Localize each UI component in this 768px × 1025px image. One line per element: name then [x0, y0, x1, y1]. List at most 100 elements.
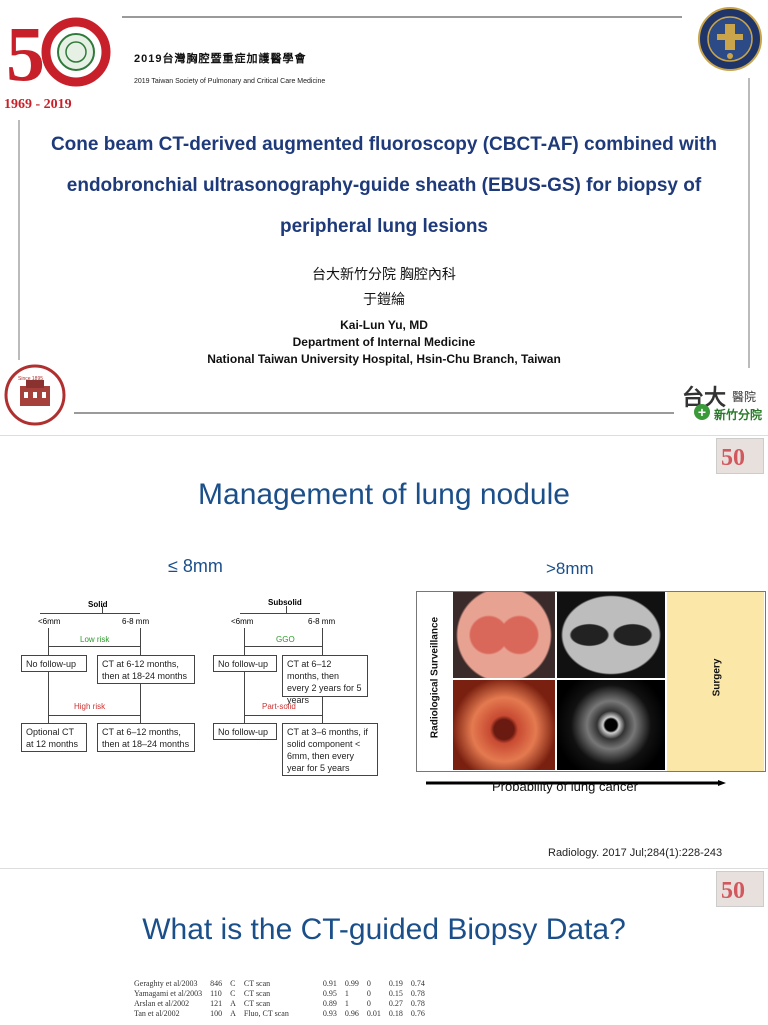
subsolid-6-8: 6-8 mm	[308, 617, 336, 626]
table-cell: 0.99	[344, 979, 359, 988]
subsolid-ct-ggo: CT at 6–12 months, then every 2 years fo…	[282, 655, 368, 705]
table-cell: 0.76	[410, 1009, 425, 1018]
subsolid-label: Subsolid	[268, 598, 302, 607]
logo-years: 1969 - 2019	[4, 97, 72, 112]
subsolid-ct-part-solid: CT at 3–6 months, if solid component < 6…	[282, 723, 378, 776]
ebus-image	[557, 680, 665, 770]
table-cell: 0	[366, 979, 371, 988]
society-name-zh: 2019台灣胸腔暨重症加護醫學會	[134, 53, 307, 65]
management-slide: 50 Management of lung nodule ≤ 8mm >8mm …	[0, 435, 768, 868]
surgery-label: Surgery	[711, 658, 723, 697]
table-cell: CT scan	[243, 989, 271, 998]
branch-badge: Since 1895	[4, 364, 66, 426]
table-cell: CT scan	[243, 979, 271, 988]
surgery-panel	[667, 592, 764, 771]
solid-high-risk: High risk	[74, 702, 106, 711]
ntu-hospital-logo: 台大 醫院 + 新竹分院	[682, 380, 766, 428]
presentation-title: Cone beam CT-derived augmented fluorosco…	[20, 124, 748, 247]
surveillance-label-box	[417, 592, 451, 771]
table-cell: 0.95	[322, 989, 337, 998]
right-header: >8mm	[546, 559, 594, 578]
table-cell: Geraghty et al/2003	[134, 979, 198, 988]
subsolid-part-solid: Part-solid	[262, 702, 296, 711]
solid-6-8: 6-8 mm	[122, 617, 150, 626]
table-cell: 0.27	[388, 999, 403, 1008]
citation: Radiology. 2017 Jul;284(1):228-243	[548, 847, 723, 859]
fifty-logo-icon: 5	[6, 10, 111, 97]
table-cell: Arslan et al/2002	[134, 999, 190, 1008]
table-cell: 0.93	[322, 1009, 337, 1018]
svg-text:5: 5	[6, 10, 45, 90]
mini-logo-icon: 50	[716, 438, 764, 474]
table-row: Arslan et al/2002 121 A CT scan 0.89 1 0 0.27 0.…	[134, 999, 433, 1009]
university-seal	[697, 6, 763, 72]
table-cell: 1	[344, 989, 349, 998]
author-name-en: Kai-Lun Yu, MD	[340, 318, 428, 332]
solid-optional-ct: Optional CT at 12 months	[21, 723, 87, 752]
table-cell: Tan et al/2002	[134, 1009, 180, 1018]
table-row: Yamagami et al/2003 110 C CT scan 0.95 1 0 0.15…	[134, 989, 433, 999]
subsolid-no-followup-1: No follow-up	[213, 655, 277, 672]
bronchoscopy-image	[453, 680, 555, 770]
table-cell: 0.74	[410, 979, 425, 988]
table-cell: C	[230, 989, 236, 998]
ct-biopsy-slide: 50 What is the CT-guided Biopsy Data? Ge…	[0, 868, 768, 1025]
table-cell: A	[230, 999, 236, 1008]
table-cell: 121	[210, 999, 223, 1008]
table-cell: 0.78	[410, 989, 425, 998]
surveillance-label: Radiological Surveillance	[429, 616, 441, 739]
ntu-logo-side: 醫院	[732, 390, 757, 404]
ct-scan-bw-image	[557, 592, 665, 678]
bottom-divider	[74, 412, 674, 414]
author-name-zh: 于鎧綸	[363, 291, 405, 307]
svg-text:50: 50	[721, 445, 745, 471]
solid-low-risk: Low risk	[80, 635, 110, 644]
table-cell: 0.01	[366, 1009, 381, 1018]
solid-label: Solid	[88, 600, 108, 609]
solid-ct-high: CT at 6–12 months, then at 18–24 months	[97, 723, 195, 752]
table-cell: Yamagami et al/2003	[134, 989, 203, 998]
table-cell: 1	[344, 999, 349, 1008]
subsolid-ggo: GGO	[276, 635, 295, 644]
seal-icon	[698, 7, 762, 71]
table-cell: 0.15	[388, 989, 403, 998]
table-cell: 0.91	[322, 979, 337, 988]
right-divider	[748, 78, 750, 368]
left-divider	[18, 120, 20, 360]
top-divider	[122, 16, 682, 18]
solid-lt6: <6mm	[38, 617, 61, 626]
department: Department of Internal Medicine	[292, 335, 476, 349]
badge-icon	[4, 364, 66, 426]
title-line-1: Cone beam CT-derived augmented fluorosco…	[50, 134, 718, 155]
society-name-en: 2019 Taiwan Society of Pulmonary and Cri…	[134, 78, 326, 85]
table-cell: CT scan	[243, 999, 271, 1008]
hospital-name-zh: 台大新竹分院 胸腔內科	[312, 266, 456, 282]
table-cell: 0.89	[322, 999, 337, 1008]
anniversary-logo: 5 1969 - 2019	[4, 8, 114, 112]
since-text: Since 1895	[18, 376, 44, 382]
subsolid-lt6: <6mm	[231, 617, 254, 626]
table-cell: 0.78	[410, 999, 425, 1008]
table-cell: 0	[366, 999, 371, 1008]
solid-no-followup: No follow-up	[21, 655, 87, 672]
title-line-3: peripheral lung lesions	[280, 216, 488, 237]
probability-arrow	[426, 773, 726, 786]
subsolid-no-followup-2: No follow-up	[213, 723, 277, 740]
nodule-figure: Radiological Surveillance Surgery	[416, 591, 766, 772]
mini-logo-icon-2: 50	[716, 871, 764, 907]
table-cell: 110	[210, 989, 222, 998]
table-cell: 0.18	[388, 1009, 403, 1018]
left-header: ≤ 8mm	[168, 556, 223, 576]
ntu-logo-branch: 新竹分院	[714, 408, 763, 422]
title-slide: 5 1969 - 2019 2019台灣胸腔暨重症加護醫學會 2019 Taiw…	[0, 0, 768, 432]
table-cell: 0.19	[388, 979, 403, 988]
affiliation: National Taiwan University Hospital, Hsi…	[207, 352, 561, 366]
table-cell: C	[230, 979, 236, 988]
table-cell: 0	[366, 989, 371, 998]
table-cell: 0.96	[344, 1009, 359, 1018]
arrow-label: Probability of lung cancer	[492, 779, 638, 794]
svg-text:50: 50	[721, 878, 745, 904]
table-cell: A	[230, 1009, 236, 1018]
